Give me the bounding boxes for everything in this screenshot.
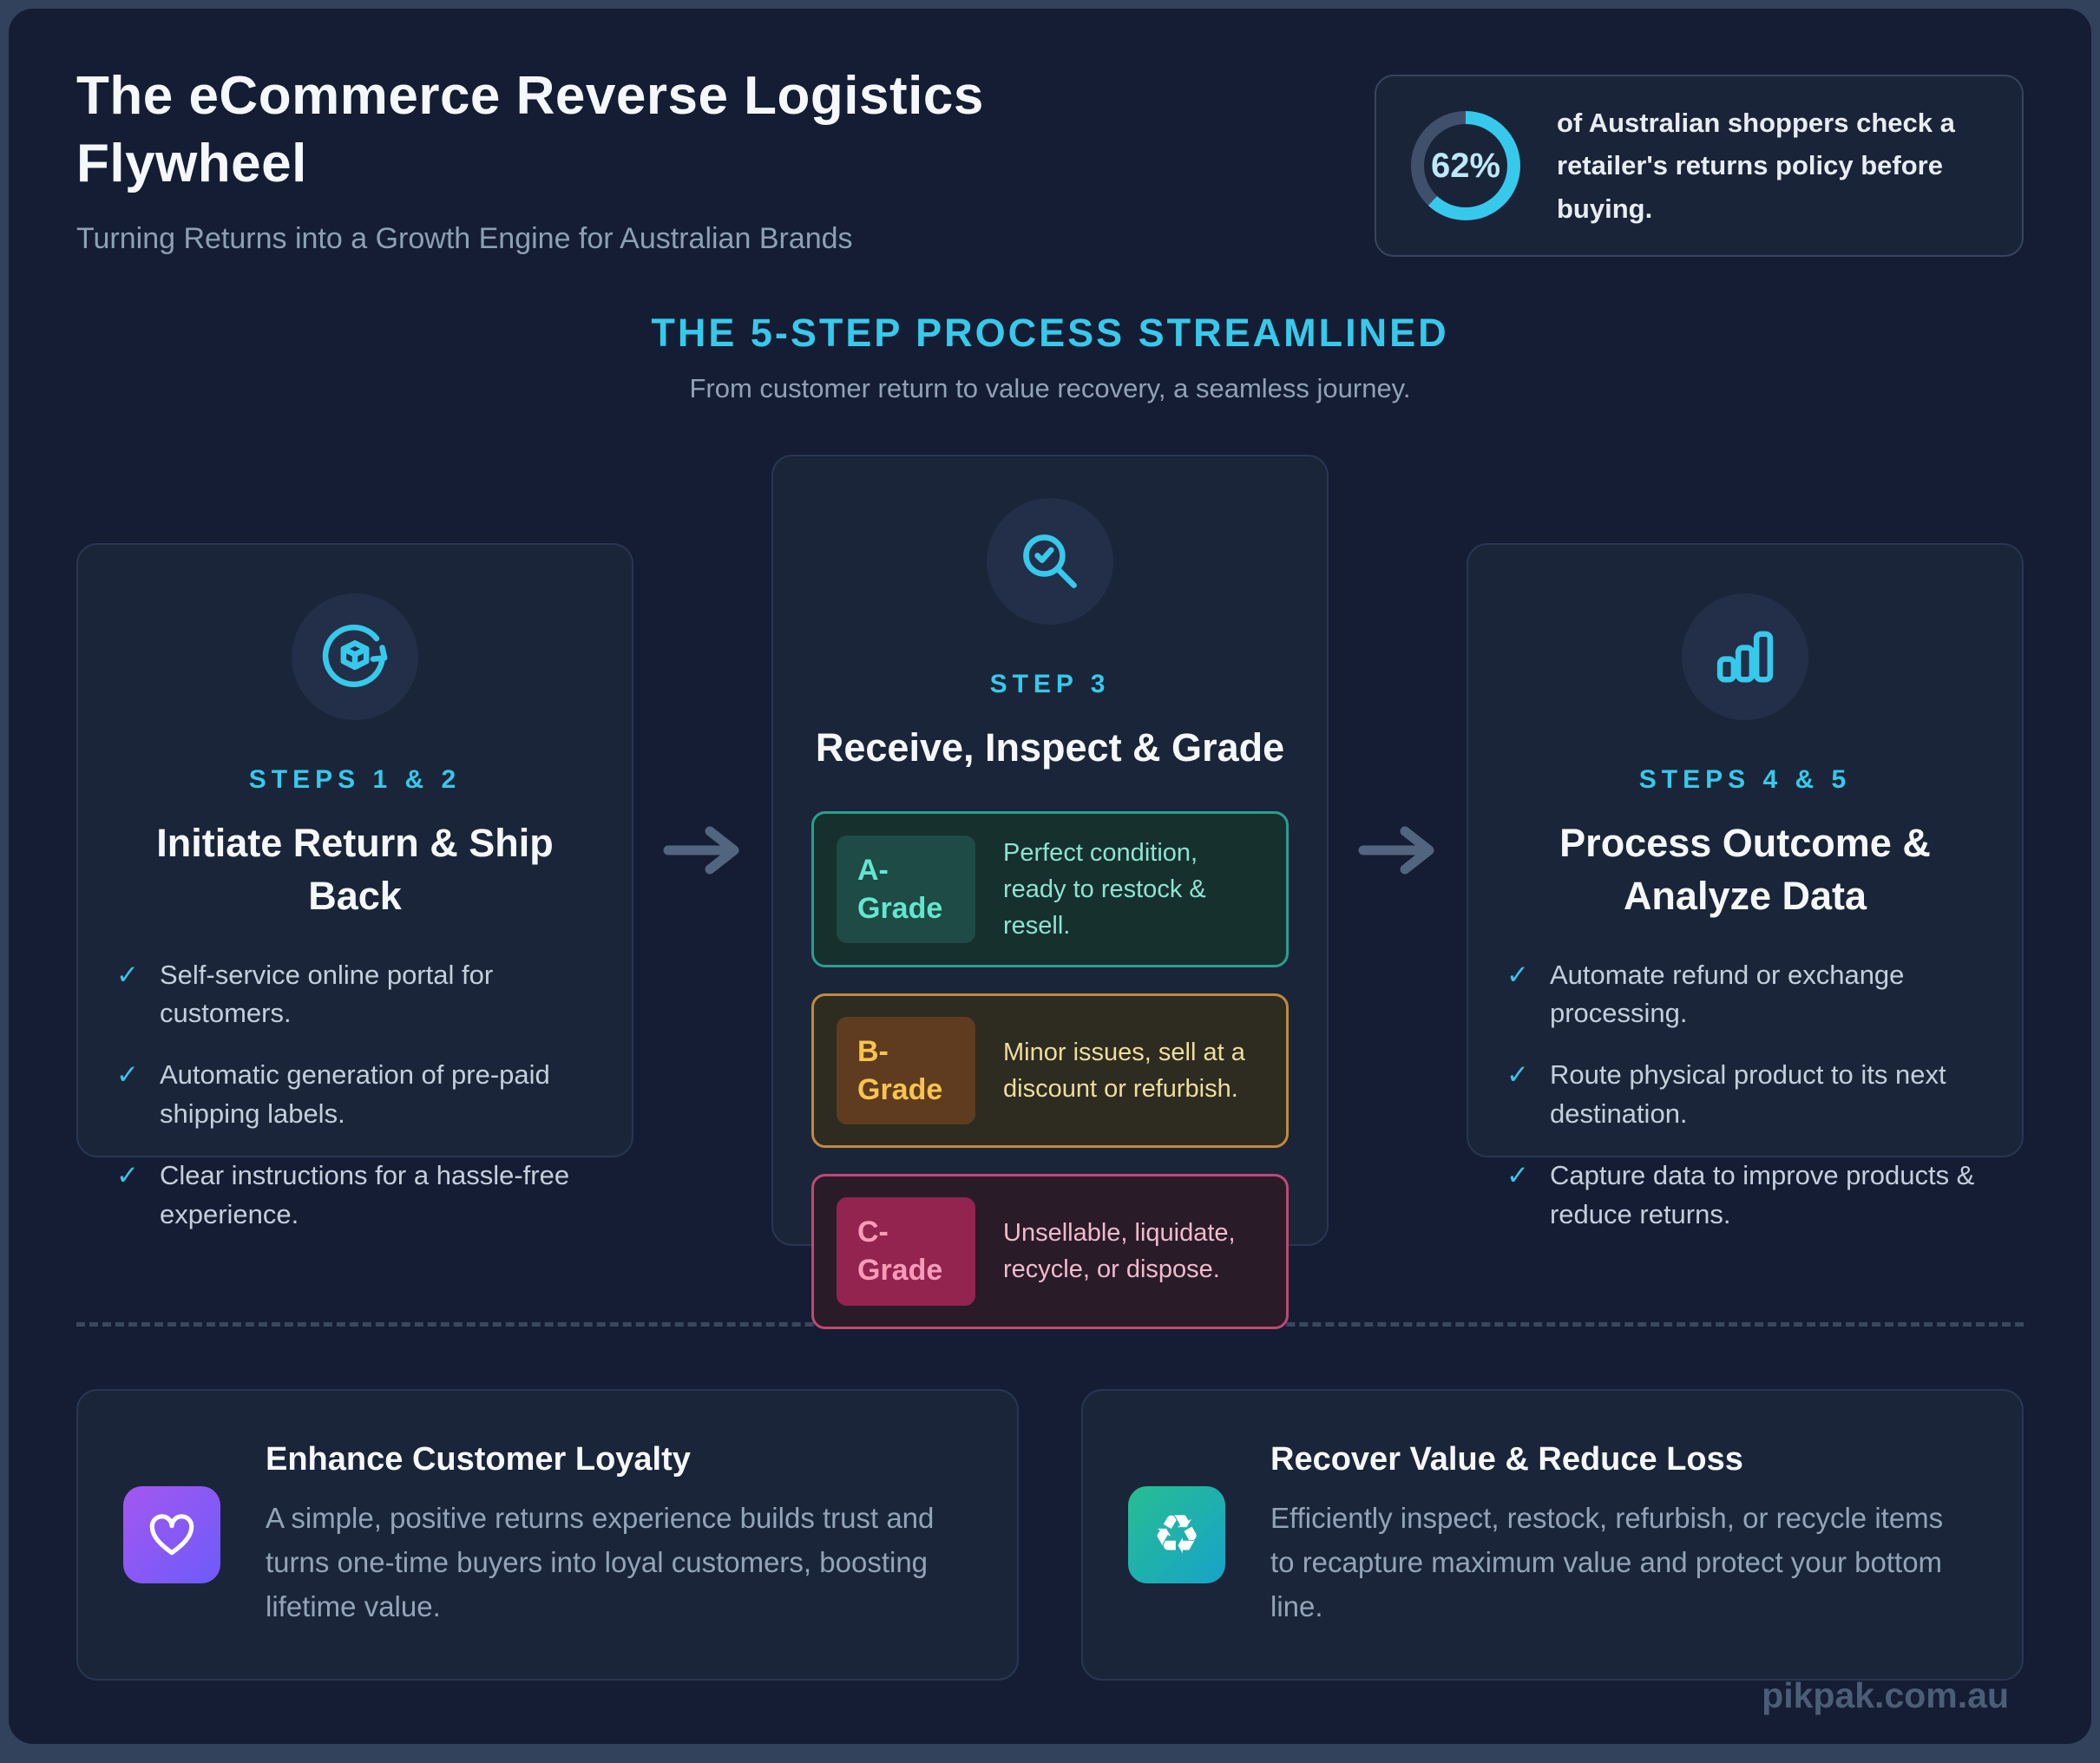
step-card-title: Receive, Inspect & Grade (815, 725, 1285, 770)
checklist-item: ✓ Clear instructions for a hassle-free e… (116, 1157, 594, 1235)
benefit-description: Efficiently inspect, restock, refurbish,… (1270, 1502, 1944, 1623)
bar-chart-icon (1682, 593, 1808, 720)
checklist-item: ✓ Route physical product to its next des… (1506, 1056, 1984, 1134)
package-return-icon (292, 593, 418, 720)
header: The eCommerce Reverse Logistics Flywheel… (76, 62, 2024, 257)
checklist-item: ✓ Capture data to improve products & red… (1506, 1157, 1984, 1235)
check-icon: ✓ (116, 959, 139, 990)
benefit-card-recover-value: ♻ Recover Value & Reduce Loss Efficientl… (1081, 1389, 2024, 1681)
checklist: ✓ Automate refund or exchange processing… (1506, 956, 1984, 1258)
benefits-row: Enhance Customer Loyalty A simple, posit… (76, 1389, 2024, 1681)
flow-arrow-icon (663, 826, 738, 875)
donut-percentage: 62% (1430, 146, 1501, 185)
watermark: pikpak.com.au (1762, 1675, 2009, 1715)
step-label: STEPS 4 & 5 (1638, 765, 1852, 794)
benefit-card-loyalty: Enhance Customer Loyalty A simple, posit… (76, 1389, 1019, 1681)
step-card-title: Process Outcome & Analyze Data (1559, 821, 1931, 918)
grade-description-b: Minor issues, sell at a discount or refu… (1003, 1039, 1245, 1104)
flow-arrow-icon (1358, 826, 1434, 875)
grade-description-c: Unsellable, liquidate, recycle, or dispo… (1003, 1219, 1236, 1284)
checklist-item-text: Clear instructions for a hassle-free exp… (159, 1160, 570, 1230)
title-block: The eCommerce Reverse Logistics Flywheel… (76, 62, 984, 256)
heart-icon (123, 1486, 220, 1584)
inspect-magnifier-icon (987, 498, 1113, 625)
page-title: The eCommerce Reverse Logistics Flywheel (76, 62, 984, 198)
checklist-item: ✓ Automate refund or exchange processing… (1506, 956, 1984, 1034)
step-card-receive-inspect-grade: STEP 3 Receive, Inspect & Grade A-Grade … (771, 455, 1329, 1329)
benefit-description: A simple, positive returns experience bu… (266, 1502, 935, 1623)
section-heading: THE 5-STEP PROCESS STREAMLINED (651, 311, 1449, 355)
grade-row-a: A-Grade Perfect condition, ready to rest… (811, 810, 1289, 967)
grade-row-b: B-Grade Minor issues, sell at a discount… (811, 993, 1289, 1149)
grade-row-c: C-Grade Unsellable, liquidate, recycle, … (811, 1174, 1289, 1329)
checklist-item-text: Automatic generation of pre-paid shippin… (159, 1059, 550, 1130)
infographic-panel: The eCommerce Reverse Logistics Flywheel… (9, 9, 2091, 1744)
step-label: STEP 3 (989, 670, 1111, 698)
step-card-title: Initiate Return & Ship Back (156, 821, 554, 918)
check-icon: ✓ (1506, 1059, 1529, 1091)
benefit-text-block: Recover Value & Reduce Loss Efficiently … (1270, 1441, 1956, 1629)
checklist-item-text: Automate refund or exchange processing. (1549, 959, 1905, 1029)
process-cards-row: STEPS 1 & 2 Initiate Return & Ship Back … (76, 455, 2024, 1329)
benefit-title: Enhance Customer Loyalty (266, 1441, 691, 1478)
step-label: STEPS 1 & 2 (248, 765, 462, 794)
stat-callout: 62% of Australian shoppers check a retai… (1375, 75, 2024, 257)
donut-chart: 62% (1411, 111, 1520, 220)
grade-badge-c: C-Grade (837, 1197, 975, 1306)
step-card-initiate-return: STEPS 1 & 2 Initiate Return & Ship Back … (76, 543, 633, 1229)
recycle-glyph: ♻ (1152, 1503, 1201, 1567)
benefit-text-block: Enhance Customer Loyalty A simple, posit… (266, 1441, 951, 1629)
checklist-item-text: Self-service online portal for customers… (159, 959, 494, 1029)
grade-badge-a: A-Grade (837, 835, 975, 943)
check-icon: ✓ (1506, 1160, 1529, 1191)
step-card-process-outcome: STEPS 4 & 5 Process Outcome & Analyze Da… (1467, 543, 2024, 1229)
grade-list: A-Grade Perfect condition, ready to rest… (811, 810, 1289, 1329)
check-icon: ✓ (116, 1059, 139, 1091)
recycle-icon: ♻ (1128, 1486, 1225, 1584)
checklist-item: ✓ Automatic generation of pre-paid shipp… (116, 1056, 594, 1134)
grade-description-a: Perfect condition, ready to restock & re… (1003, 838, 1206, 940)
check-icon: ✓ (116, 1160, 139, 1191)
check-icon: ✓ (1506, 959, 1529, 990)
stat-text: of Australian shoppers check a retailer'… (1557, 107, 1955, 224)
checklist: ✓ Self-service online portal for custome… (116, 956, 594, 1258)
grade-badge-b: B-Grade (837, 1016, 975, 1125)
page-subtitle: Turning Returns into a Growth Engine for… (76, 222, 853, 256)
checklist-item: ✓ Self-service online portal for custome… (116, 956, 594, 1034)
checklist-item-text: Capture data to improve products & reduc… (1549, 1160, 1975, 1230)
checklist-item-text: Route physical product to its next desti… (1549, 1059, 1946, 1130)
section-subheading: From customer return to value recovery, … (689, 373, 1411, 403)
page-title-line2: Flywheel (76, 134, 307, 194)
page-title-line1: The eCommerce Reverse Logistics (76, 66, 984, 126)
benefit-title: Recover Value & Reduce Loss (1270, 1441, 1743, 1478)
